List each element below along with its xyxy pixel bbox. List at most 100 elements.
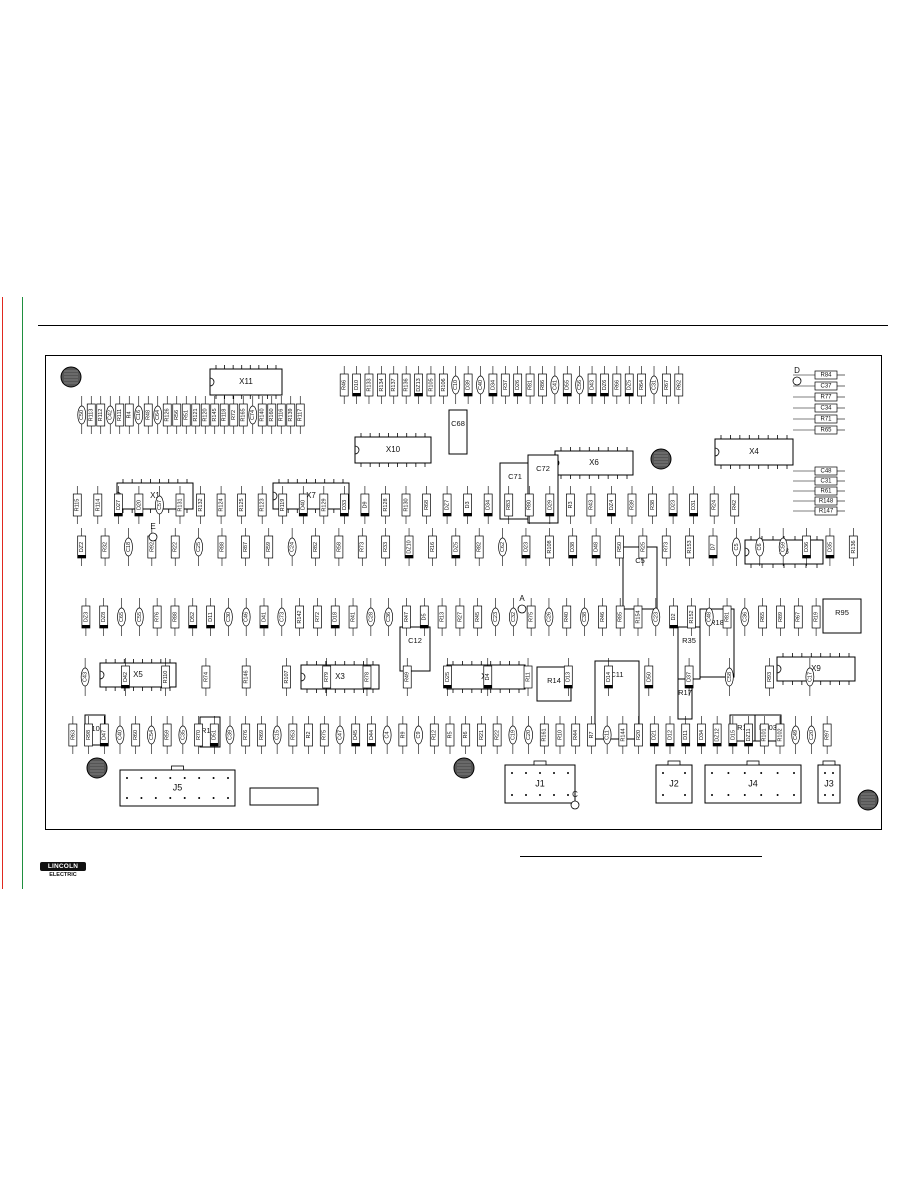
component-label: R142 xyxy=(297,610,303,623)
component-label: C47 xyxy=(337,730,343,740)
component-label: R145 xyxy=(212,408,218,421)
connector-j4: J4 xyxy=(704,760,802,804)
test-point-label: D xyxy=(794,366,800,375)
component-label: R19 xyxy=(814,612,820,622)
blank-label-box xyxy=(249,787,319,806)
component-label: R56 xyxy=(174,410,180,420)
component-label: R32 xyxy=(103,542,109,552)
component-label: C11 xyxy=(605,730,611,740)
component-label: R71 xyxy=(820,417,832,423)
component-label: R59 xyxy=(165,730,171,740)
component-label: DZ11 xyxy=(746,728,752,741)
component-label: R21 xyxy=(479,730,485,740)
component-label: R77 xyxy=(820,395,832,401)
component-label: C5 xyxy=(734,543,740,550)
component-label: C43 xyxy=(83,672,89,682)
component-label: DZ2 xyxy=(79,542,85,552)
part-label: R100 xyxy=(86,724,104,733)
component-label: D14 xyxy=(606,672,612,682)
component-label: R69 xyxy=(259,730,265,740)
component-label: R48 xyxy=(146,410,152,420)
component-label: R88 xyxy=(172,612,178,622)
footer-rule xyxy=(520,856,762,857)
component-label: R46 xyxy=(600,612,606,622)
component-label: DZ12 xyxy=(715,728,721,741)
component-label: R106 xyxy=(441,378,447,391)
component-label: C74 xyxy=(250,410,256,420)
component-label: R58 xyxy=(336,542,342,552)
component-label: R41 xyxy=(351,612,357,622)
component-label: R3 xyxy=(568,501,574,508)
component-label: C15 xyxy=(275,730,281,740)
component-label: C28 xyxy=(368,612,374,622)
component-label: R44 xyxy=(573,730,579,740)
component-label: R165 xyxy=(241,408,247,421)
component-label: D10 xyxy=(354,380,360,390)
component-label: C23 xyxy=(493,612,499,622)
component-label: C4 xyxy=(385,731,391,738)
component-label: C30 xyxy=(226,612,232,622)
component-label: R67 xyxy=(796,612,802,622)
component-label: D9 xyxy=(362,501,368,508)
component-label: R108 xyxy=(547,540,553,553)
component-label: C10 xyxy=(453,380,459,390)
component-label: D15 xyxy=(730,730,736,740)
component-label: D26 xyxy=(515,380,521,390)
component-label: C20 xyxy=(809,730,815,740)
component-label: R10 xyxy=(557,730,563,740)
ic-label: X6 xyxy=(589,458,599,467)
component-label: R110 xyxy=(163,671,169,684)
component-label: C31 xyxy=(820,479,832,485)
ic-x4: X4 xyxy=(714,435,794,469)
component-label: D38 xyxy=(570,542,576,552)
component-label: D11 xyxy=(683,730,689,740)
ic-label: X4 xyxy=(749,447,759,456)
component-label: R125 xyxy=(239,498,245,511)
component-label: R20 xyxy=(636,730,642,740)
connector-label: J4 xyxy=(748,778,758,788)
part-label: R17 xyxy=(678,688,692,697)
component-label: D23 xyxy=(671,500,677,510)
component-label: R87 xyxy=(243,542,249,552)
lincoln-electric-logo: LINCOLN ELECTRIC xyxy=(40,862,86,879)
component-label: R144 xyxy=(620,728,626,741)
component-label: D40 xyxy=(301,500,307,510)
component-label: R7 xyxy=(589,731,595,738)
component-label: D33 xyxy=(342,500,348,510)
part-c12: C12 xyxy=(399,626,431,672)
part-label: C68 xyxy=(451,419,465,428)
part-label: C11 xyxy=(610,670,623,679)
component-label: R65 xyxy=(760,612,766,622)
component-label: R120 xyxy=(203,408,209,421)
part-label: R95 xyxy=(835,608,849,617)
component-label: R67 xyxy=(664,380,670,390)
component-label: R83 xyxy=(506,500,512,510)
component-label: C56 xyxy=(577,380,583,390)
component-label: R78 xyxy=(364,672,370,682)
component-label: R82 xyxy=(313,542,319,552)
component-label: C48 xyxy=(820,469,832,475)
component-label: R114 xyxy=(95,499,101,512)
component-label: R116 xyxy=(279,409,285,422)
component-label: R43 xyxy=(588,500,594,510)
ic-label: X1 xyxy=(150,491,160,500)
component-label: R51 xyxy=(184,410,190,420)
component-label: R9 xyxy=(400,731,406,738)
component-label: R140 xyxy=(260,408,266,421)
component-label: C31 xyxy=(651,380,657,390)
component-label: D35 xyxy=(827,542,833,552)
component-label: D20 xyxy=(136,500,142,510)
component-label: R75 xyxy=(322,730,328,740)
component-label: C9 xyxy=(416,731,422,738)
component-label: R126 xyxy=(165,408,171,421)
component-label: D11 xyxy=(208,612,214,622)
component-label: D47 xyxy=(102,730,108,740)
component-label: R82 xyxy=(477,542,483,552)
component-label: R136 xyxy=(404,378,410,391)
component-label: D18 xyxy=(333,612,339,622)
component-label: D50 xyxy=(646,672,652,682)
component-label: R75 xyxy=(529,612,535,622)
